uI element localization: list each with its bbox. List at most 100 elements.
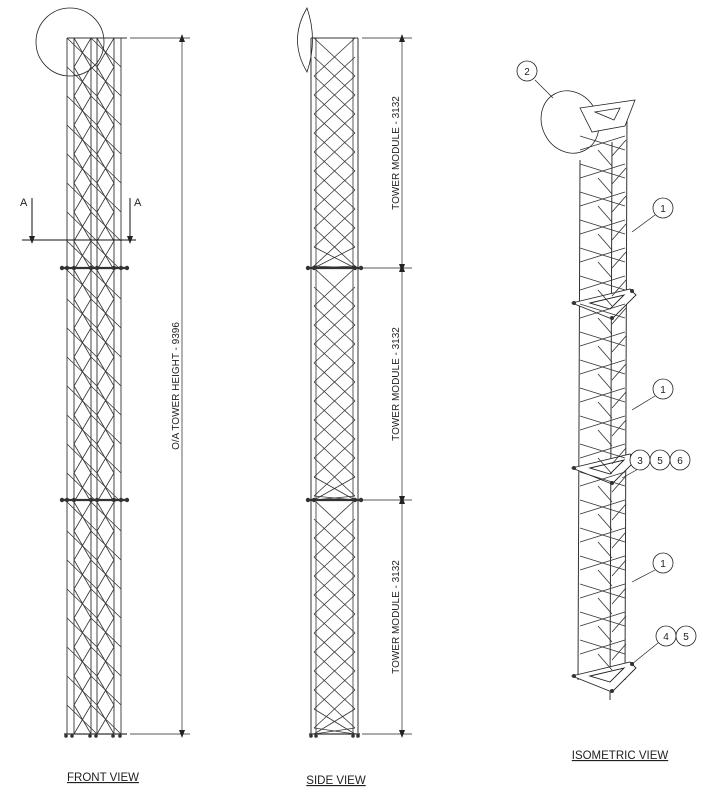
front-chords	[59, 37, 130, 738]
truss-member	[313, 575, 356, 615]
truss-member	[597, 233, 613, 251]
bolt	[88, 497, 94, 503]
truss-member	[313, 208, 356, 248]
truss-member	[90, 298, 122, 329]
truss-member	[611, 587, 627, 605]
truss-member	[579, 331, 626, 347]
truss-member	[597, 625, 613, 643]
truss-member	[90, 559, 122, 590]
truss-member	[611, 307, 627, 325]
truss-member	[597, 261, 613, 279]
balloon-leaders	[534, 79, 659, 665]
truss-member	[66, 298, 98, 329]
truss-member	[611, 167, 627, 185]
overall-dimension	[130, 34, 190, 738]
front-lacing	[66, 37, 122, 735]
iso-frame	[570, 99, 637, 701]
truss-member	[90, 211, 122, 242]
balloon-5-lower: 5	[675, 625, 697, 647]
truss-member	[313, 286, 356, 326]
truss-member	[597, 317, 613, 335]
truss-member	[611, 251, 627, 269]
truss-member	[90, 66, 122, 97]
truss-member	[313, 495, 356, 501]
truss-member	[66, 443, 98, 474]
bolt	[572, 466, 576, 470]
truss-member	[611, 335, 627, 353]
truss-member	[313, 227, 356, 267]
truss-member	[597, 149, 613, 167]
iso-splice-plate	[570, 661, 637, 693]
balloon-2-dish: 2	[516, 60, 538, 82]
bolt	[356, 734, 360, 738]
truss-member	[90, 37, 122, 68]
truss-member	[597, 597, 613, 615]
truss-member	[90, 385, 122, 416]
truss-member	[313, 632, 356, 672]
iso-top-plate	[579, 99, 636, 133]
truss-member	[597, 289, 613, 307]
truss-member	[313, 419, 356, 459]
truss-member	[597, 569, 613, 587]
svg-text:1: 1	[660, 559, 666, 570]
iso-splice-plate	[570, 288, 637, 320]
truss-member	[313, 651, 356, 691]
truss-member	[579, 135, 626, 151]
truss-member	[90, 153, 122, 184]
truss-member	[66, 153, 98, 184]
truss-member	[66, 385, 98, 416]
truss-member	[66, 240, 98, 271]
bolt	[94, 734, 98, 738]
truss-member	[579, 527, 626, 543]
truss-member	[313, 499, 356, 539]
truss-member	[313, 267, 356, 307]
truss-member	[313, 727, 356, 735]
bolt	[111, 265, 117, 271]
truss-member	[66, 617, 98, 648]
truss-member	[579, 583, 626, 599]
truss-member	[597, 653, 613, 671]
module-dimensions	[362, 34, 412, 738]
svg-text:1: 1	[660, 204, 666, 215]
bolt	[64, 497, 70, 503]
bolt	[124, 265, 130, 271]
truss-member	[597, 457, 613, 475]
truss-member	[611, 503, 627, 521]
balloon-3: 3	[629, 449, 651, 471]
truss-member	[90, 443, 122, 474]
truss-member	[90, 124, 122, 155]
truss-member	[313, 476, 356, 501]
bolt	[630, 289, 634, 293]
truss-member	[313, 113, 356, 153]
truss-member	[90, 327, 122, 358]
bolt	[572, 301, 576, 305]
truss-member	[611, 615, 627, 633]
overall-height-label: O/A TOWER HEIGHT - 9396	[171, 322, 182, 450]
truss-member	[313, 537, 356, 577]
truss-member	[313, 170, 356, 210]
truss-member	[66, 588, 98, 619]
truss-member	[313, 246, 356, 269]
truss-member	[579, 443, 626, 459]
truss-member	[597, 541, 613, 559]
truss-member	[90, 240, 122, 271]
svg-text:5: 5	[683, 632, 689, 643]
bolt	[118, 734, 122, 738]
bolt	[59, 497, 65, 503]
truss-member	[66, 675, 98, 706]
side-view	[297, 7, 364, 738]
bolt	[351, 734, 355, 738]
truss-member	[313, 75, 356, 115]
truss-member	[66, 66, 98, 97]
truss-member	[313, 37, 356, 77]
truss-member	[611, 391, 627, 409]
truss-member	[66, 182, 98, 213]
truss-member	[597, 345, 613, 363]
front-dish	[35, 7, 105, 77]
truss-member	[611, 559, 627, 577]
svg-text:5: 5	[657, 456, 663, 467]
truss-member	[313, 518, 356, 558]
truss-member	[90, 269, 122, 300]
truss-member	[66, 530, 98, 561]
truss-member	[66, 704, 98, 735]
